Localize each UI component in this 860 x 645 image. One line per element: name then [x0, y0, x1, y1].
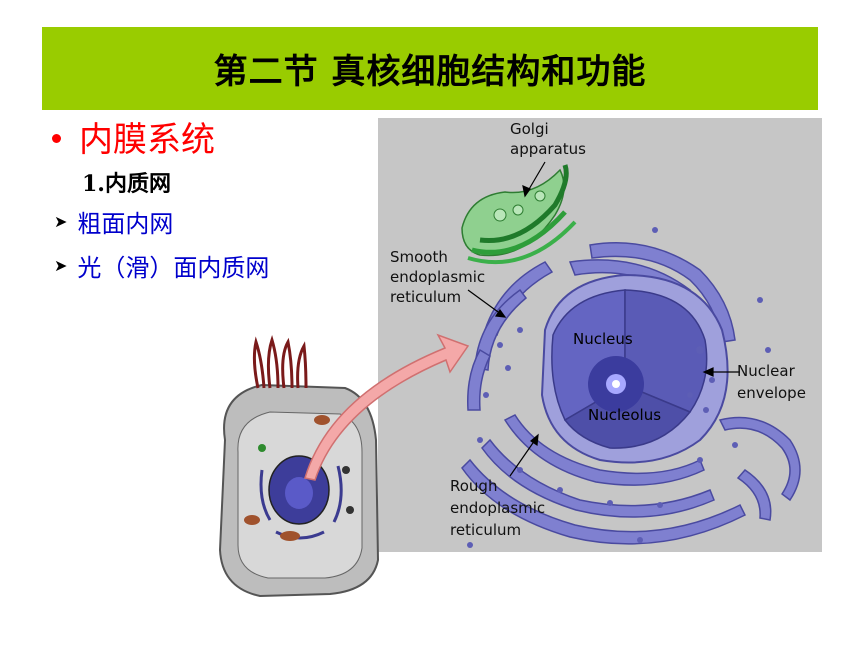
title-banner: 第二节 真核细胞结构和功能 — [42, 27, 818, 110]
label-nuclear-envelope-2: envelope — [737, 384, 806, 402]
nucleolus-highlight — [612, 380, 620, 388]
small-er — [259, 465, 343, 540]
label-rough-er-2: endoplasmic — [450, 499, 545, 517]
ribosome-dots — [467, 227, 771, 548]
sub-heading: 1.内质网 — [82, 171, 171, 197]
small-nucleolus — [285, 477, 313, 509]
bullet-dot-icon — [52, 134, 61, 143]
list-item-smooth-er: ➤ 光（滑）面内质网 — [54, 248, 269, 283]
label-golgi-2: apparatus — [510, 140, 586, 158]
page-title: 第二节 真核细胞结构和功能 — [213, 52, 647, 92]
mitochondrion-icon — [314, 415, 330, 425]
leader-lines — [467, 161, 740, 477]
mitochondrion-icon — [280, 531, 300, 541]
vesicle-icon — [346, 506, 354, 514]
label-rough-er-3: reticulum — [450, 521, 521, 539]
label-rough-er-1: Rough — [450, 477, 497, 495]
arrow-bullet-icon: ➤ — [54, 212, 68, 231]
label-nuclear-envelope-1: Nuclear — [737, 362, 796, 380]
magnify-arrow-icon — [304, 333, 470, 481]
nucleus-wedge — [563, 384, 692, 449]
label-nucleolus: Nucleolus — [588, 406, 661, 424]
vesicle-icon — [342, 466, 350, 474]
mitochondrion-icon — [244, 515, 260, 525]
label-smooth-er-2: endoplasmic — [390, 268, 485, 286]
list-item-label: 粗面内网 — [77, 210, 174, 238]
small-cell-illustration — [218, 335, 380, 598]
label-nucleus: Nucleus — [573, 330, 633, 348]
main-bullet: 内膜系统 — [52, 112, 215, 161]
nucleus-wedge — [624, 289, 708, 413]
golgi-apparatus — [461, 164, 577, 265]
list-item-rough-er: ➤ 粗面内网 — [54, 204, 173, 239]
vesicle-icon — [258, 444, 266, 452]
label-smooth-er-3: reticulum — [390, 288, 461, 306]
list-item-label: 光（滑）面内质网 — [77, 254, 270, 282]
microvilli-icon — [252, 335, 308, 389]
main-bullet-label: 内膜系统 — [79, 120, 215, 160]
arrow-bullet-icon: ➤ — [54, 256, 68, 275]
label-golgi-1: Golgi — [510, 120, 549, 138]
label-smooth-er-1: Smooth — [390, 248, 448, 266]
diagram-labels: Golgi apparatus Smooth endoplasmic retic… — [390, 120, 806, 539]
